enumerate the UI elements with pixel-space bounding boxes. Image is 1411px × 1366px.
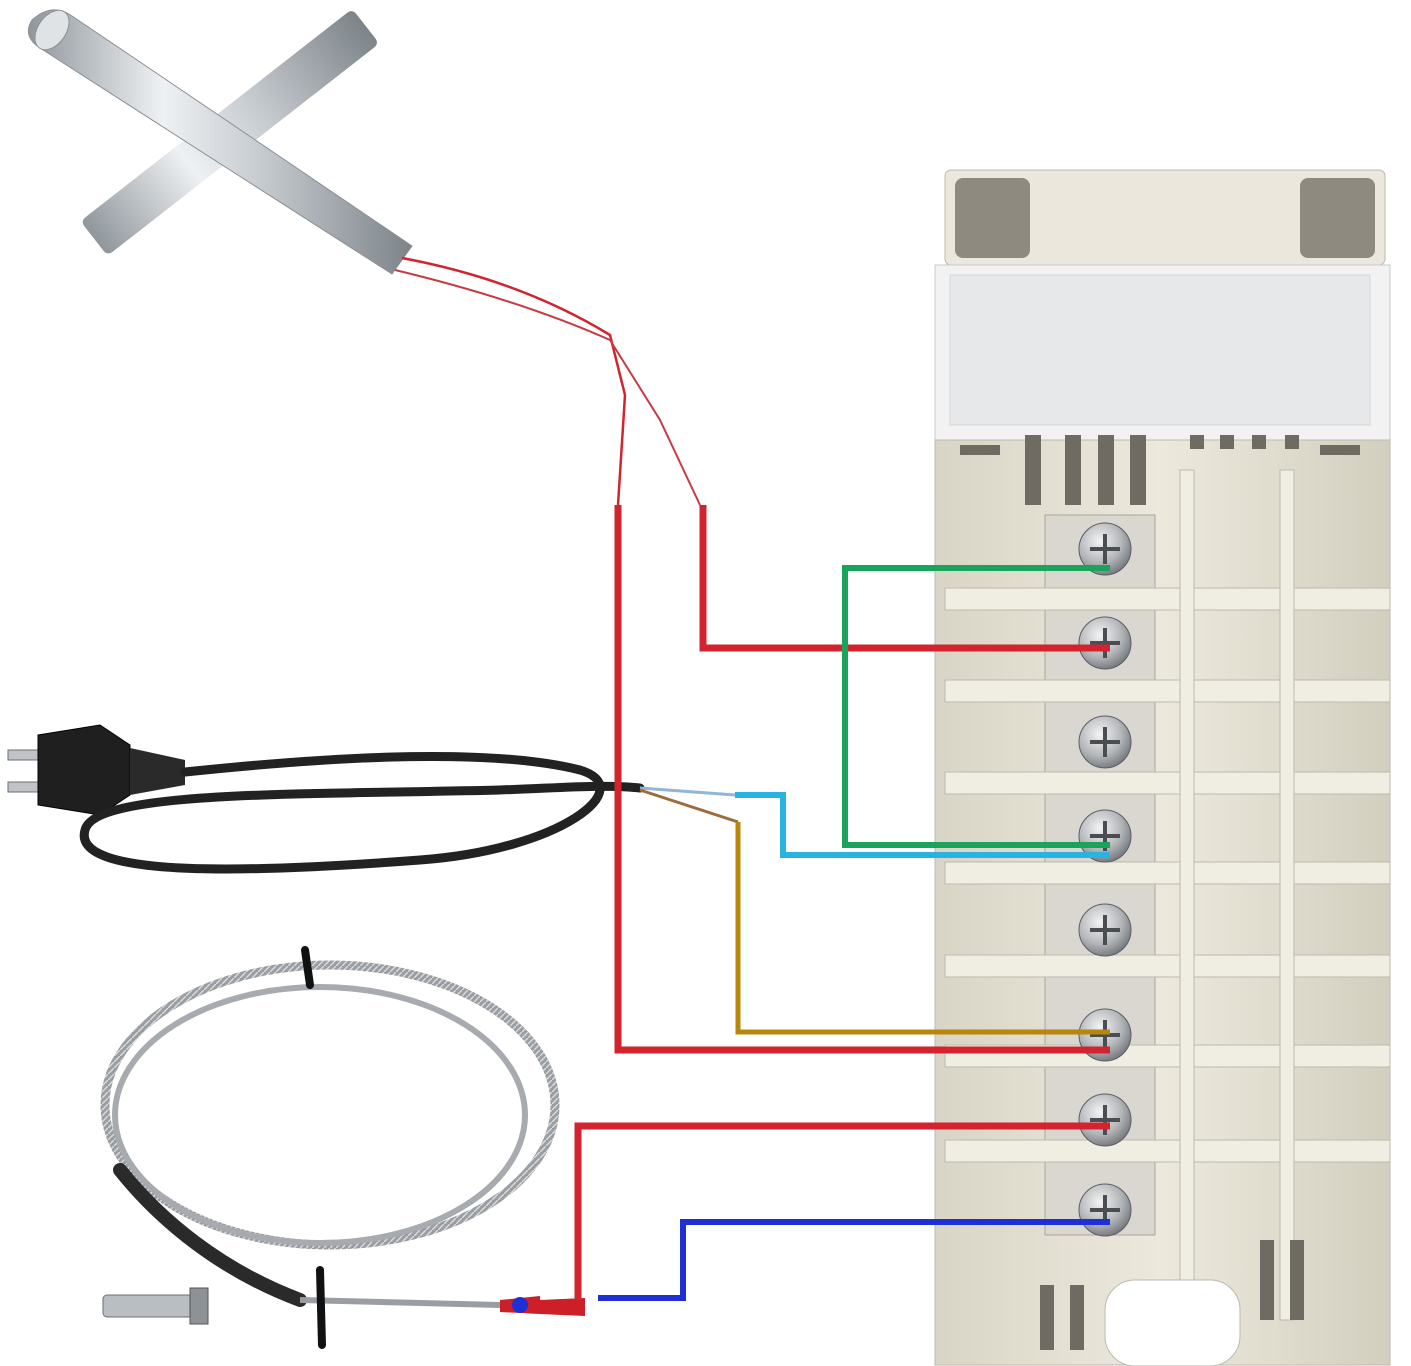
mount-clip-right (1300, 178, 1375, 258)
controller-body (934, 439, 1391, 1366)
thermocouple-connectors (500, 1296, 585, 1316)
power-plug-icon (7, 724, 185, 816)
terminal-screw-8 (1078, 1183, 1132, 1237)
wires (574, 505, 1110, 1301)
heater-lead-1 (401, 256, 627, 506)
terminal-screw-3 (1078, 715, 1132, 769)
power-cable-lead-brown (639, 788, 739, 824)
vent-slots (960, 435, 1360, 505)
terminal-partitions (944, 469, 1391, 1321)
wire-power-brown (735, 822, 1110, 1035)
wire-thermocouple-blue (598, 1219, 1110, 1301)
terminal-screw-2 (1078, 616, 1132, 670)
heater-rod-shape (27, 9, 413, 275)
wire-green-jumper (842, 565, 1110, 848)
thermocouple (100, 946, 585, 1349)
thermocouple-probe-icon (100, 946, 560, 1349)
power-cable-lead-blue (639, 786, 736, 797)
controller-bottom-notch (1104, 1279, 1241, 1366)
terminal-screw-5 (1078, 903, 1132, 957)
heater-rod (27, 9, 701, 506)
heater-lead-2 (394, 269, 701, 506)
wire-heater-to-terminal-6 (614, 505, 1110, 1054)
wire-power-cyan (735, 792, 1110, 858)
heater-rod-cap (34, 9, 70, 51)
terminal-screw-1 (1078, 522, 1132, 576)
terminal-screw-7 (1078, 1093, 1132, 1147)
wire-thermocouple-red (574, 1122, 1110, 1300)
temperature-controller (934, 169, 1391, 1366)
mount-clip-left (955, 178, 1030, 258)
power-plug (7, 724, 739, 874)
terminal-screw-4 (1078, 809, 1132, 863)
wire-heater-to-terminal-2 (699, 505, 1110, 652)
power-cable (79, 751, 645, 874)
